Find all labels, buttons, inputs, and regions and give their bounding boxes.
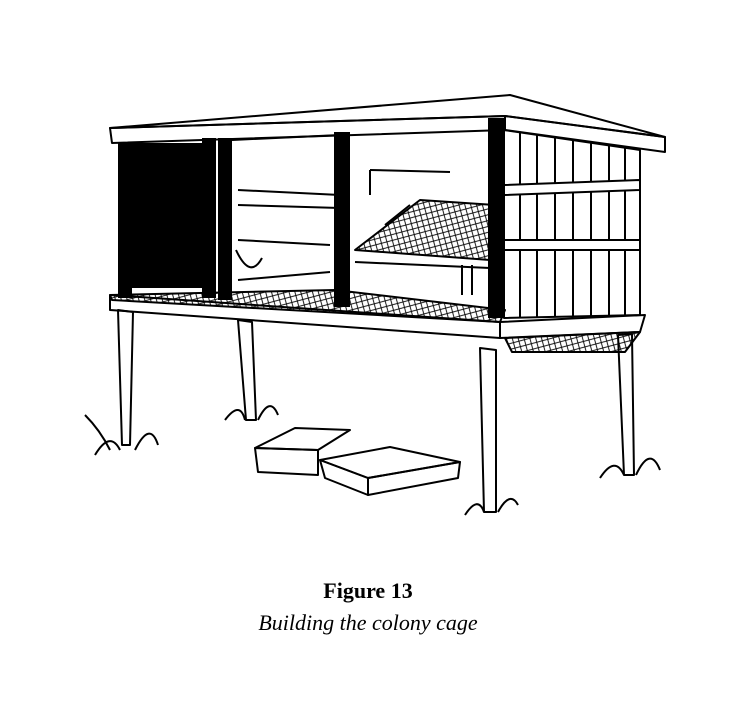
figure-number: Figure 13	[323, 578, 413, 603]
figure-title: Building the colony cage	[258, 610, 478, 635]
nest-boxes	[254, 427, 461, 496]
grass	[84, 405, 661, 516]
floor	[109, 289, 646, 353]
front-posts	[118, 118, 504, 318]
side-wall	[503, 129, 641, 319]
cage-interior	[132, 134, 496, 295]
colony-cage-illustration	[84, 94, 666, 516]
legs	[117, 309, 635, 513]
